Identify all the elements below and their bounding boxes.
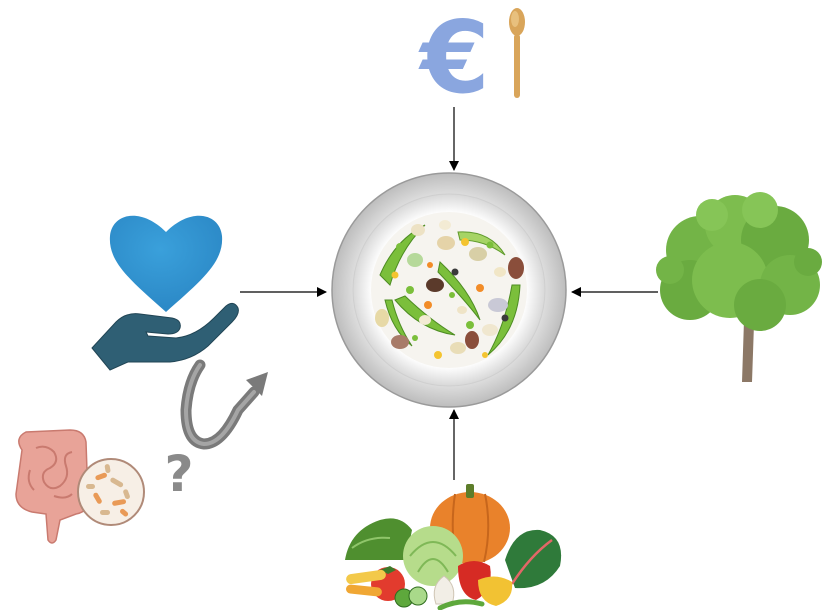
vegetables-icon — [345, 484, 562, 610]
heart-icon — [109, 215, 223, 312]
tree-icon — [656, 192, 822, 382]
plate-icon — [331, 172, 567, 408]
euro-icon: € — [420, 0, 490, 116]
curved-arrow-icon — [180, 359, 268, 450]
question-mark: ? — [164, 445, 194, 503]
legume-salad — [375, 220, 524, 359]
spoon-icon — [509, 8, 525, 98]
microbiome-icon — [77, 458, 145, 526]
intestine-icon — [15, 429, 89, 544]
hand-icon — [91, 302, 239, 371]
